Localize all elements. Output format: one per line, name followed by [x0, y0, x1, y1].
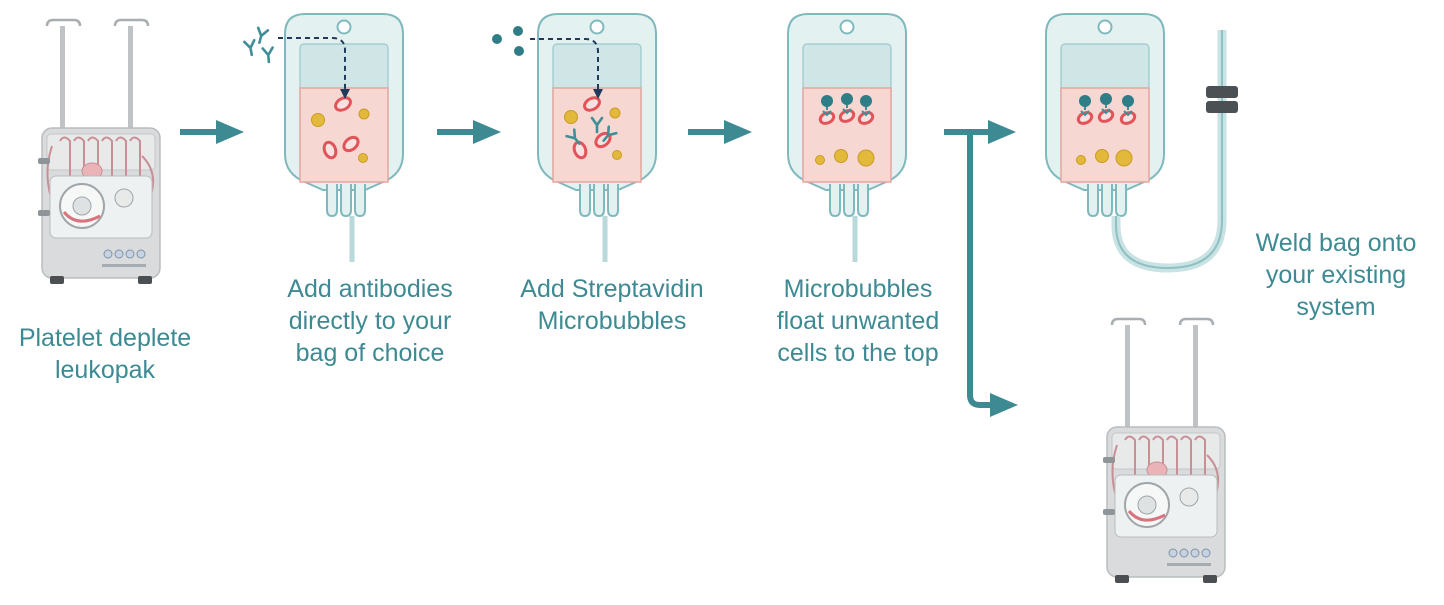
step-2-caption: Add antibodies directly to your bag of c…	[287, 275, 453, 367]
step-4-caption: Microbubbles float unwanted cells to the…	[776, 275, 940, 367]
blood-bag-icon	[787, 13, 907, 262]
apheresis-machine-icon	[1101, 317, 1227, 585]
antibody-icon	[243, 26, 276, 64]
apheresis-machine-icon	[36, 18, 162, 286]
step-3-caption: Add Streptavidin Microbubbles	[520, 275, 704, 335]
microbubble-icon	[492, 26, 524, 56]
tube-clamp-icon	[1206, 86, 1238, 113]
step-5-caption: Weld bag onto your existing system	[1255, 229, 1417, 321]
process-arrow-icon	[437, 120, 501, 144]
process-arrow-icon	[688, 120, 752, 144]
process-arrow-icon	[988, 120, 1018, 417]
blood-bag-icon	[1045, 13, 1227, 273]
step-1-caption: Platelet deplete leukopak	[18, 324, 192, 384]
process-arrow-icon	[944, 129, 992, 408]
process-arrow-icon	[180, 120, 244, 144]
